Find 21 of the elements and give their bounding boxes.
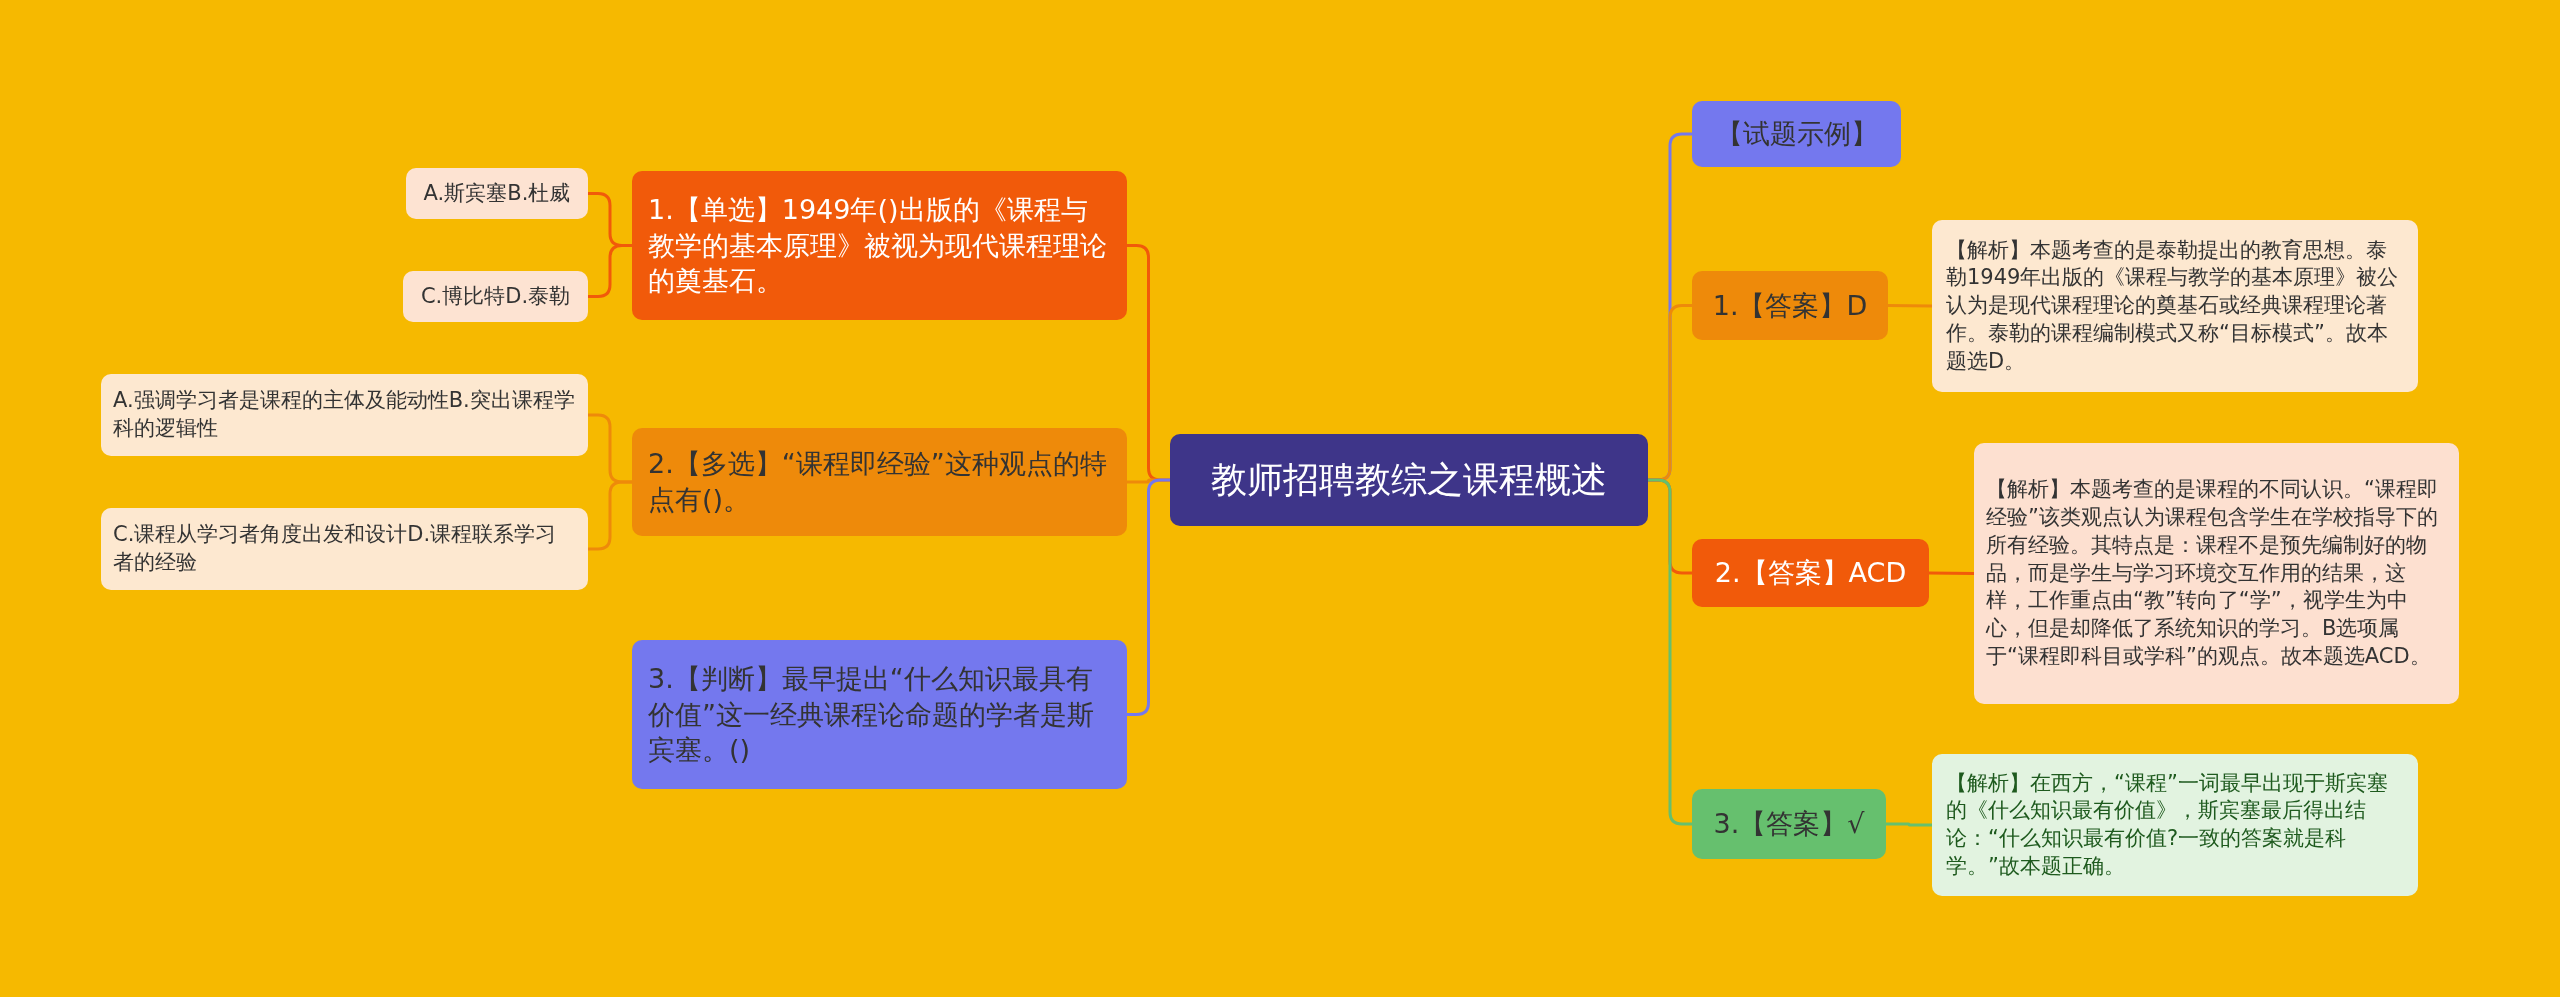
connector-line	[1886, 822, 1932, 827]
option-box: A.强调学习者是课程的主体及能动性B.突出课程学科的逻辑性	[101, 374, 588, 456]
answer-box: 2.【答案】ACD	[1692, 539, 1929, 607]
heading-box: 【试题示例】	[1692, 101, 1901, 167]
option-box: A.斯宾塞B.杜威	[406, 168, 588, 219]
option-box: C.课程从学习者角度出发和设计D.课程联系学习者的经验	[101, 508, 588, 590]
connector-line	[1648, 478, 1692, 826]
connector-line	[588, 480, 632, 551]
question-box: 3.【判断】最早提出“什么知识最具有价值”这一经典课程论命题的学者是斯宾塞。()	[632, 640, 1127, 789]
central-topic-box: 教师招聘教综之课程概述	[1170, 434, 1648, 526]
question-box: 1.【单选】1949年()出版的《课程与教学的基本原理》被视为现代课程理论的奠基石。	[632, 171, 1127, 320]
question-box: 2.【多选】“课程即经验”这种观点的特点有()。	[632, 428, 1127, 536]
connector-line	[1127, 478, 1170, 716]
option-box: C.博比特D.泰勒	[403, 271, 588, 322]
explanation-box: 【解析】在西方，“课程”一词最早出现于斯宾塞的《什么知识最有价值》，斯宾塞最后得出结论：“什么知识最有价值?一致的答案就是科学。”故本题正确。	[1932, 754, 2418, 896]
explanation-box: 【解析】本题考查的是课程的不同认识。“课程即经验”该类观点认为课程包含学生在学校指导下的所有经验。其特点是：课程不是预先编制好的物品，而是学生与学习环境交互作用的结果，这样，工作重点由“教”转向了“学”，视学生为中心，但是却降低了系统知识的学习。B选项属于“课程即科目或学科”的观点。故本题选ACD。	[1974, 443, 2459, 704]
connector-line	[1888, 304, 1932, 308]
explanation-box: 【解析】本题考查的是泰勒提出的教育思想。泰勒1949年出版的《课程与教学的基本原理》被公认为是现代课程理论的奠基石或经典课程理论著作。泰勒的课程编制模式又称“目标模式”。故本题选D。	[1932, 220, 2418, 392]
connector-line	[1929, 571, 1974, 575]
answer-box: 1.【答案】D	[1692, 271, 1888, 340]
answer-box: 3.【答案】√	[1692, 789, 1886, 859]
